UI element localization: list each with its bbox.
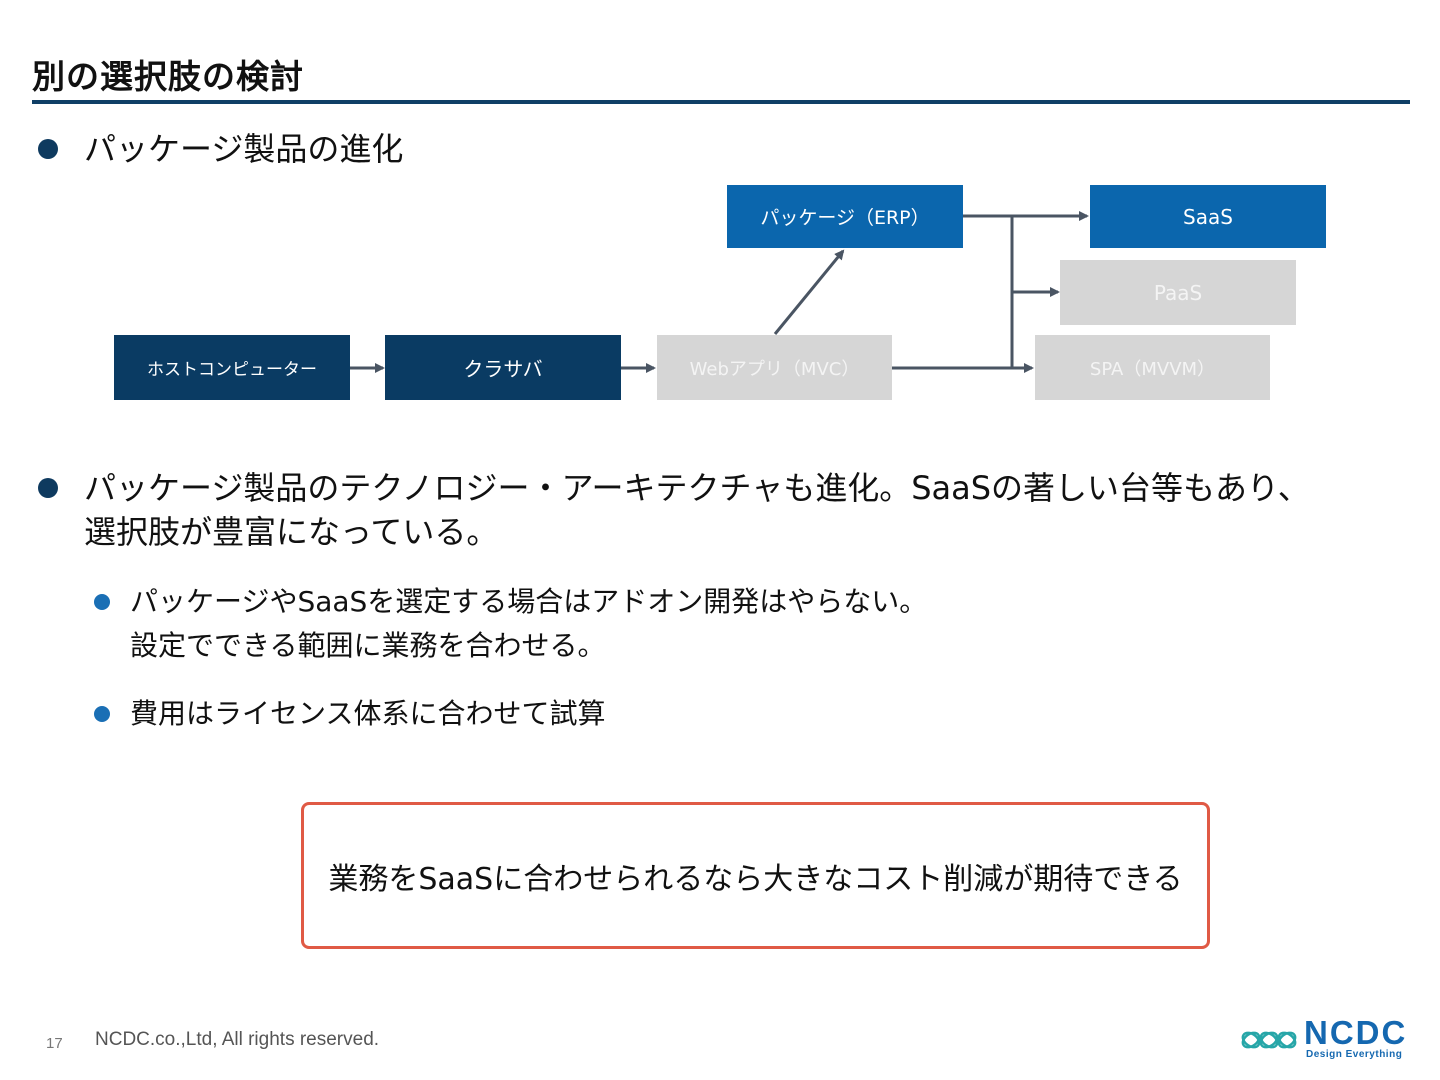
node-web-app: Webアプリ（MVC） (657, 335, 892, 400)
bullet-text: パッケージ製品の進化 (84, 130, 404, 168)
node-erp-package: パッケージ（ERP） (727, 185, 963, 248)
logo-tagline: Design Everything (1306, 1049, 1403, 1060)
bullet-dot (38, 478, 58, 498)
logo-wordmark: NCDC (1304, 1014, 1408, 1051)
sub-bullet-no-addon: パッケージやSaaSを選定する場合はアドオン開発はやらない。 設定でできる範囲に… (94, 580, 927, 668)
bullet-architecture: パッケージ製品のテクノロジー・アーキテクチャも進化。SaaSの著しい台等もあり、… (38, 466, 1310, 554)
sub-bullet-text: 費用はライセンス体系に合わせて試算 (130, 697, 606, 730)
bullet-text: パッケージ製品のテクノロジー・アーキテクチャも進化。SaaSの著しい台等もあり、… (84, 469, 1310, 551)
callout-box: 業務をSaaSに合わせられるなら大きなコスト削減が期待できる (301, 802, 1210, 949)
node-host-computer: ホストコンピューター (114, 335, 350, 400)
node-saas: SaaS (1090, 185, 1326, 248)
callout-text: 業務をSaaSに合わせられるなら大きなコスト削減が期待できる (328, 861, 1183, 897)
ncdc-logo: NCDC Design Everything (1238, 1014, 1412, 1062)
sub-bullet-cost: 費用はライセンス体系に合わせて試算 (94, 692, 605, 736)
node-client-server: クラサバ (385, 335, 621, 400)
node-paas: PaaS (1060, 260, 1296, 325)
arrow-webapp-to-erp (773, 249, 845, 335)
page-number: 17 (46, 1035, 63, 1052)
title-divider (32, 100, 1410, 104)
node-spa: SPA（MVVM） (1035, 335, 1270, 400)
sub-bullet-dot (94, 594, 110, 610)
logo-mark-icon (1241, 1031, 1297, 1049)
copyright-text: NCDC.co.,Ltd, All rights reserved. (95, 1029, 380, 1050)
sub-bullet-dot (94, 706, 110, 722)
bullet-evolution: パッケージ製品の進化 (38, 127, 403, 171)
page-title: 別の選択肢の検討 (32, 57, 304, 96)
sub-bullet-text: パッケージやSaaSを選定する場合はアドオン開発はやらない。 設定でできる範囲に… (130, 585, 928, 662)
bullet-dot (38, 139, 58, 159)
